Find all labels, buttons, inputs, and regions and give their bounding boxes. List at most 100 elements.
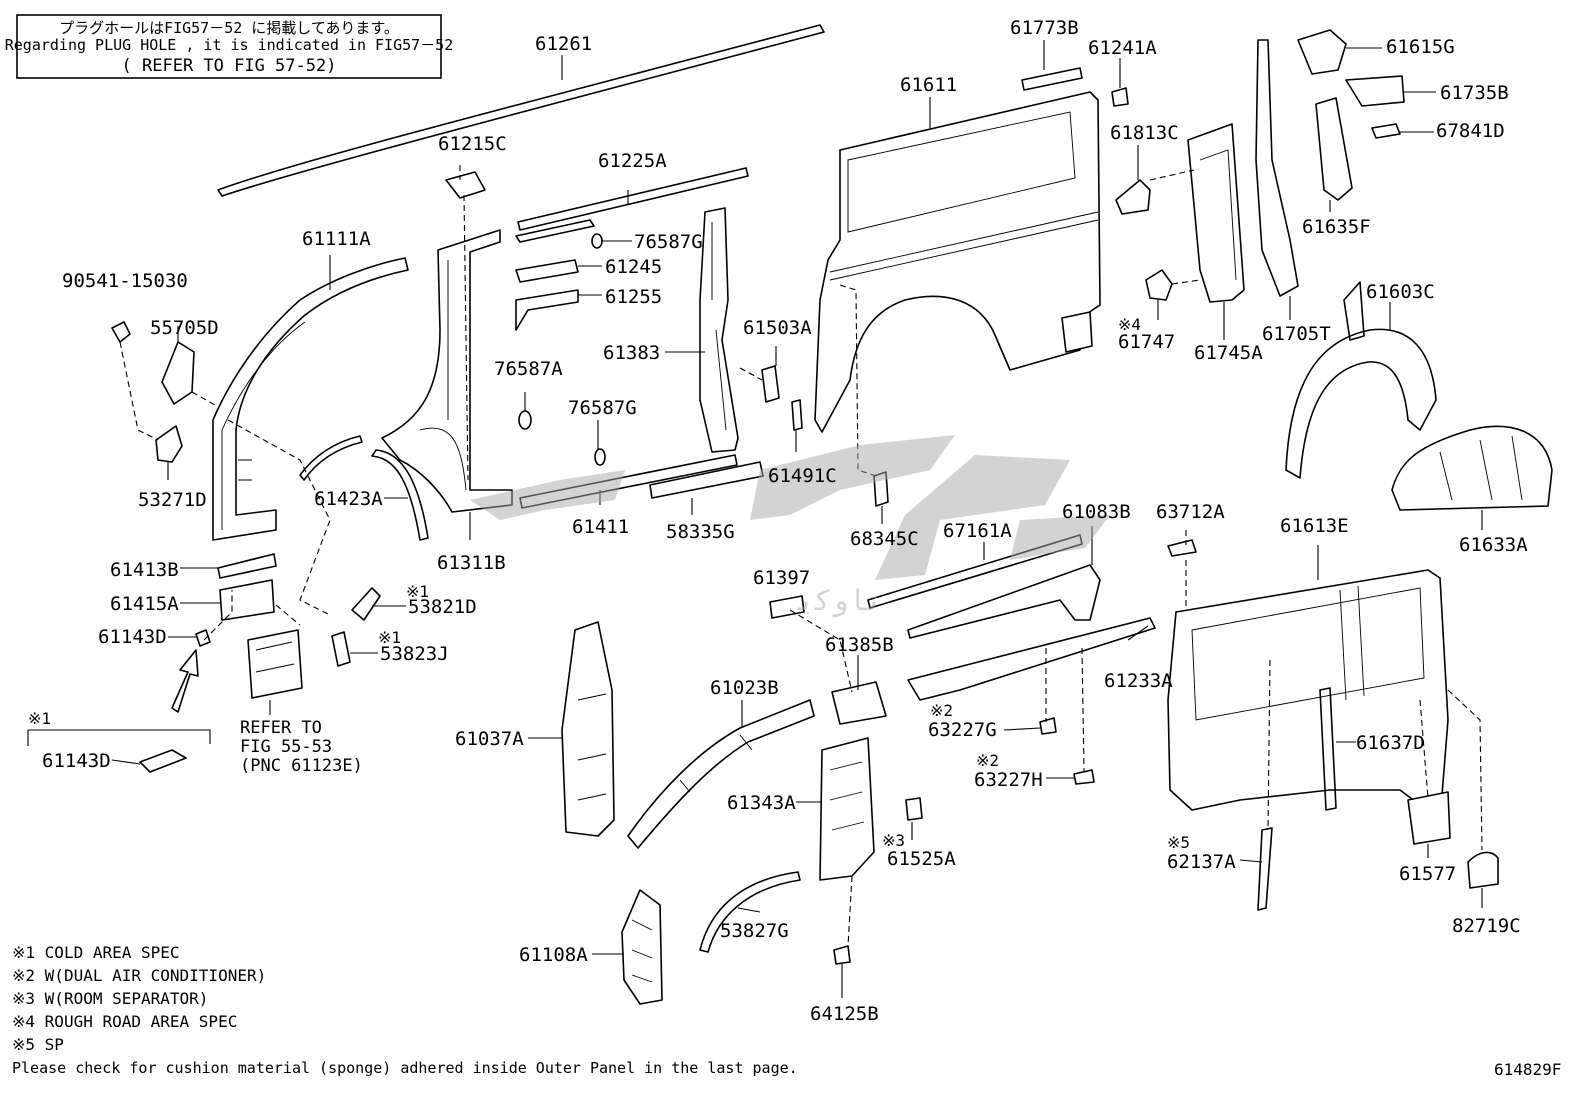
part-label[interactable]: 61577 xyxy=(1399,863,1456,885)
part-label[interactable]: 76587G xyxy=(568,397,637,419)
part-label[interactable]: 61615G xyxy=(1386,36,1455,58)
roof-rail-drip-shape xyxy=(217,24,825,197)
part-label[interactable]: 55705D xyxy=(150,317,219,339)
legend-item: ※5 SP xyxy=(12,1035,64,1054)
part-label[interactable]: 62137A xyxy=(1167,851,1236,873)
part-label[interactable]: 61603C xyxy=(1366,281,1435,303)
part-label[interactable]: 68345C xyxy=(850,528,919,550)
door-opening-frame-shape xyxy=(699,207,739,453)
clip-63227h-shape xyxy=(1073,769,1095,785)
bracket-61503a-shape xyxy=(761,365,780,403)
bracket-61397-shape xyxy=(769,595,805,619)
part-label[interactable]: 61385B xyxy=(825,634,894,656)
bracket-61525a-shape xyxy=(905,797,923,821)
grommet-76587g-b-shape xyxy=(594,448,606,466)
part-label[interactable]: 67841D xyxy=(1436,120,1505,142)
part-label[interactable]: 58335G xyxy=(666,521,735,543)
part-label[interactable]: 61023B xyxy=(710,677,779,699)
part-label[interactable]: 61311B xyxy=(437,552,506,574)
part-label[interactable]: 61773B xyxy=(1010,17,1079,39)
part-label[interactable]: 61613E xyxy=(1280,515,1349,537)
part-label[interactable]: 61735B xyxy=(1440,82,1509,104)
plug-hole-note-box: プラグホールはFIG57－52 に掲載してあります。 Regarding PLU… xyxy=(5,14,453,79)
refer-line-2[interactable]: FIG 55-53 xyxy=(240,737,332,757)
part-label[interactable]: 61705T xyxy=(1262,323,1331,345)
footer-note: Please check for cushion material (spong… xyxy=(12,1059,798,1077)
part-label[interactable]: 61491C xyxy=(768,465,837,487)
part-label[interactable]: 61525A xyxy=(887,848,956,870)
wheel-house-outer-shape xyxy=(1391,425,1553,511)
part-label[interactable]: 61747 xyxy=(1118,331,1175,353)
part-label[interactable]: 61503A xyxy=(743,317,812,339)
roof-side-rail-inner-shape xyxy=(517,167,749,231)
legend-item: ※4 ROUGH ROAD AREA SPEC xyxy=(12,1012,237,1031)
clip-63227g-shape xyxy=(1039,717,1057,735)
part-label[interactable]: 61745A xyxy=(1194,342,1263,364)
bracket-61747-shape xyxy=(1145,269,1173,301)
part-label[interactable]: 61633A xyxy=(1459,534,1528,556)
bracket-61773b-shape xyxy=(1021,67,1083,91)
wheel-house-inner-shape xyxy=(1285,328,1437,479)
part-label[interactable]: 61423A xyxy=(314,488,383,510)
bracket-61255-shape xyxy=(515,289,579,331)
part-label[interactable]: 67161A xyxy=(943,520,1012,542)
reinforcement-61637d-shape xyxy=(1319,687,1337,811)
weatherstrip-53827g-shape xyxy=(699,871,801,953)
part-label[interactable]: 76587A xyxy=(494,358,563,380)
side-outer-panel-shape xyxy=(814,91,1101,433)
lock-assembly-shape xyxy=(247,629,303,699)
part-labels: 61261 61215C 61225A 76587G 61245 61255 6… xyxy=(42,17,1528,1025)
clip-63712a-shape xyxy=(1167,539,1197,557)
part-label[interactable]: 61083B xyxy=(1062,501,1131,523)
center-pillar-shape xyxy=(381,229,513,513)
spec-mark: ※3 xyxy=(882,831,905,850)
bracket-53823j-shape xyxy=(331,631,351,667)
part-label[interactable]: 61611 xyxy=(900,74,957,96)
part-label[interactable]: 61143D xyxy=(42,750,111,772)
spec-mark: ※5 xyxy=(1167,833,1190,852)
part-label[interactable]: 61111A xyxy=(302,228,371,250)
part-label[interactable]: 61241A xyxy=(1088,37,1157,59)
leader-lines xyxy=(111,40,1483,998)
reinforcement-61108a-shape xyxy=(621,889,663,1005)
bracket-61813c-shape xyxy=(1115,179,1151,215)
part-label[interactable]: 63227G xyxy=(928,719,997,741)
legend-item: ※1 COLD AREA SPEC xyxy=(12,943,180,962)
part-label[interactable]: 61255 xyxy=(605,286,662,308)
part-label[interactable]: 61245 xyxy=(605,256,662,278)
part-label[interactable]: 64125B xyxy=(810,1003,879,1025)
part-label[interactable]: 61397 xyxy=(753,567,810,589)
part-label[interactable]: 76587G xyxy=(634,231,703,253)
spec-mark: ※1 xyxy=(28,709,51,728)
part-label[interactable]: 63712A xyxy=(1156,501,1225,523)
part-label[interactable]: 53827G xyxy=(720,920,789,942)
part-label[interactable]: 61261 xyxy=(535,33,592,55)
part-label[interactable]: 61037A xyxy=(455,728,524,750)
reinforcement-61635f-shape xyxy=(1315,97,1353,201)
part-label[interactable]: 61637D xyxy=(1356,732,1425,754)
part-label[interactable]: 61635F xyxy=(1302,216,1371,238)
part-label[interactable]: 90541-15030 xyxy=(62,270,188,292)
front-pillar-shape xyxy=(212,257,409,541)
bracket-53821d-shape xyxy=(351,587,381,621)
bracket-61083b-shape xyxy=(907,564,1101,639)
part-label[interactable]: 61413B xyxy=(110,559,179,581)
part-label[interactable]: 61411 xyxy=(572,516,629,538)
part-label[interactable]: 53823J xyxy=(380,643,449,665)
part-label[interactable]: 61225A xyxy=(598,150,667,172)
part-label[interactable]: 53271D xyxy=(138,489,207,511)
part-label[interactable]: 61415A xyxy=(110,593,179,615)
part-label[interactable]: 63227H xyxy=(974,769,1043,791)
clip-61215c-shape xyxy=(445,171,486,199)
refer-to-note: REFER TO FIG 55-53 (PNC 61123E) xyxy=(240,718,363,776)
part-label[interactable]: 53821D xyxy=(408,596,477,618)
part-label[interactable]: 61233A xyxy=(1104,670,1173,692)
part-label[interactable]: 82719C xyxy=(1452,915,1521,937)
part-label[interactable]: 61343A xyxy=(727,792,796,814)
part-label[interactable]: 61143D xyxy=(98,626,167,648)
part-label[interactable]: 61108A xyxy=(519,944,588,966)
part-label[interactable]: 61383 xyxy=(603,342,660,364)
part-label[interactable]: 61813C xyxy=(1110,122,1179,144)
part-label[interactable]: 61215C xyxy=(438,133,507,155)
